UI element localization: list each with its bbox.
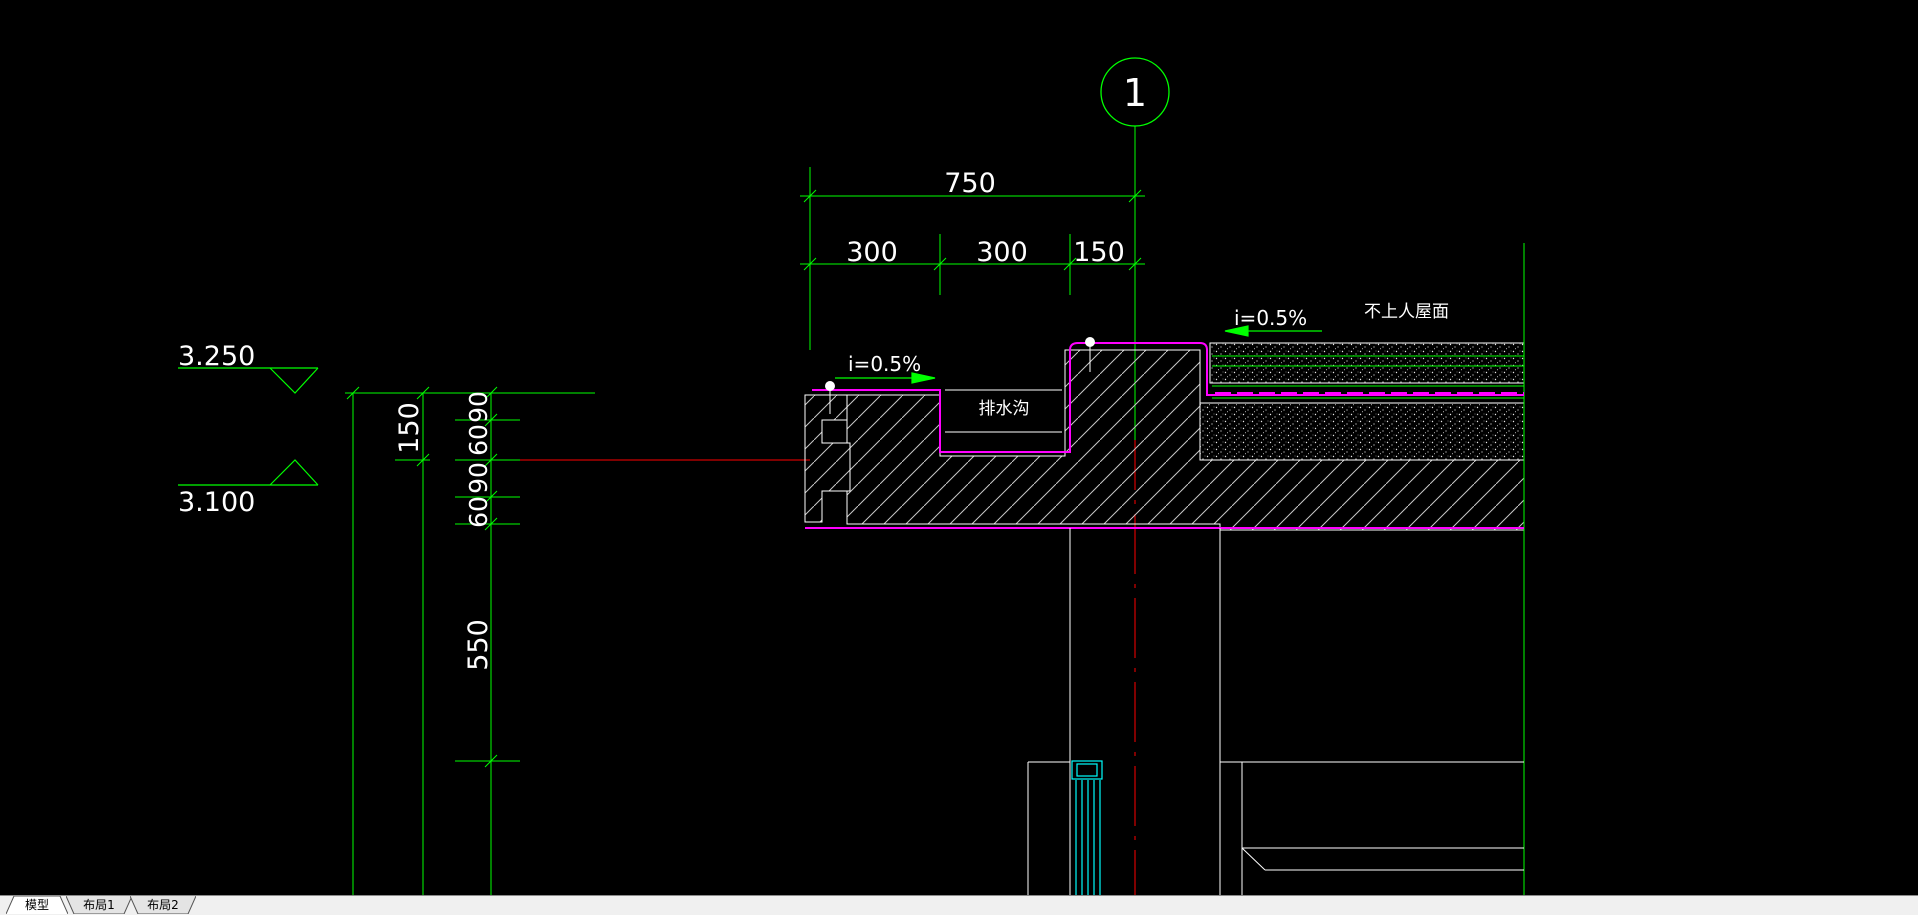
center-lines — [520, 430, 1136, 895]
elevation-top: 3.250 — [178, 341, 255, 372]
elevation-markers — [178, 367, 319, 486]
vdim-90-a: 90 — [464, 391, 493, 423]
tab-label: 布局2 — [147, 898, 179, 912]
tab-label: 模型 — [24, 898, 49, 912]
tab-model[interactable]: 模型 — [6, 896, 68, 914]
vdim-60-a: 60 — [464, 424, 493, 456]
tab-shape — [6, 896, 68, 914]
vertical-dimension-lines — [345, 386, 595, 895]
waterproofing-membrane — [805, 342, 1524, 529]
roof-layers — [1212, 243, 1525, 895]
vdim-60-b: 60 — [464, 496, 493, 528]
elevation-bottom: 3.100 — [178, 487, 255, 518]
vdim-150: 150 — [394, 402, 425, 454]
tab-layout1[interactable]: 布局1 — [66, 896, 132, 914]
dimension-total: 750 — [944, 168, 996, 199]
tab-layout2[interactable]: 布局2 — [130, 896, 196, 914]
edge-pins — [825, 337, 1095, 414]
vdim-90-b: 90 — [464, 462, 493, 494]
tab-shape — [130, 896, 196, 914]
layout-tab-bar: 模型 布局1 布局2 — [0, 895, 1918, 915]
top-dimension-lines — [800, 167, 1145, 350]
window-frame — [1071, 760, 1103, 895]
gutter-label: 排水沟 — [979, 399, 1030, 419]
wall-lines — [1027, 528, 1524, 895]
concrete-section — [804, 342, 1525, 531]
cad-drawing-canvas[interactable]: 1 750 300 300 150 3.250 3.100 — [0, 0, 1918, 895]
vdim-550: 550 — [463, 619, 494, 671]
dimension-segment-1: 300 — [846, 237, 898, 268]
slope-label-left: i=0.5% — [848, 352, 921, 376]
tab-shape — [66, 896, 132, 914]
dimension-segment-2: 300 — [976, 237, 1028, 268]
drain-gutter — [945, 389, 1062, 433]
slope-arrows — [835, 325, 1322, 384]
roof-label: 不上人屋面 — [1364, 302, 1449, 322]
axis-label: 1 — [1123, 71, 1147, 115]
slope-label-right: i=0.5% — [1234, 306, 1307, 330]
dimension-segment-3: 150 — [1073, 237, 1125, 268]
tab-label: 布局1 — [83, 898, 115, 912]
